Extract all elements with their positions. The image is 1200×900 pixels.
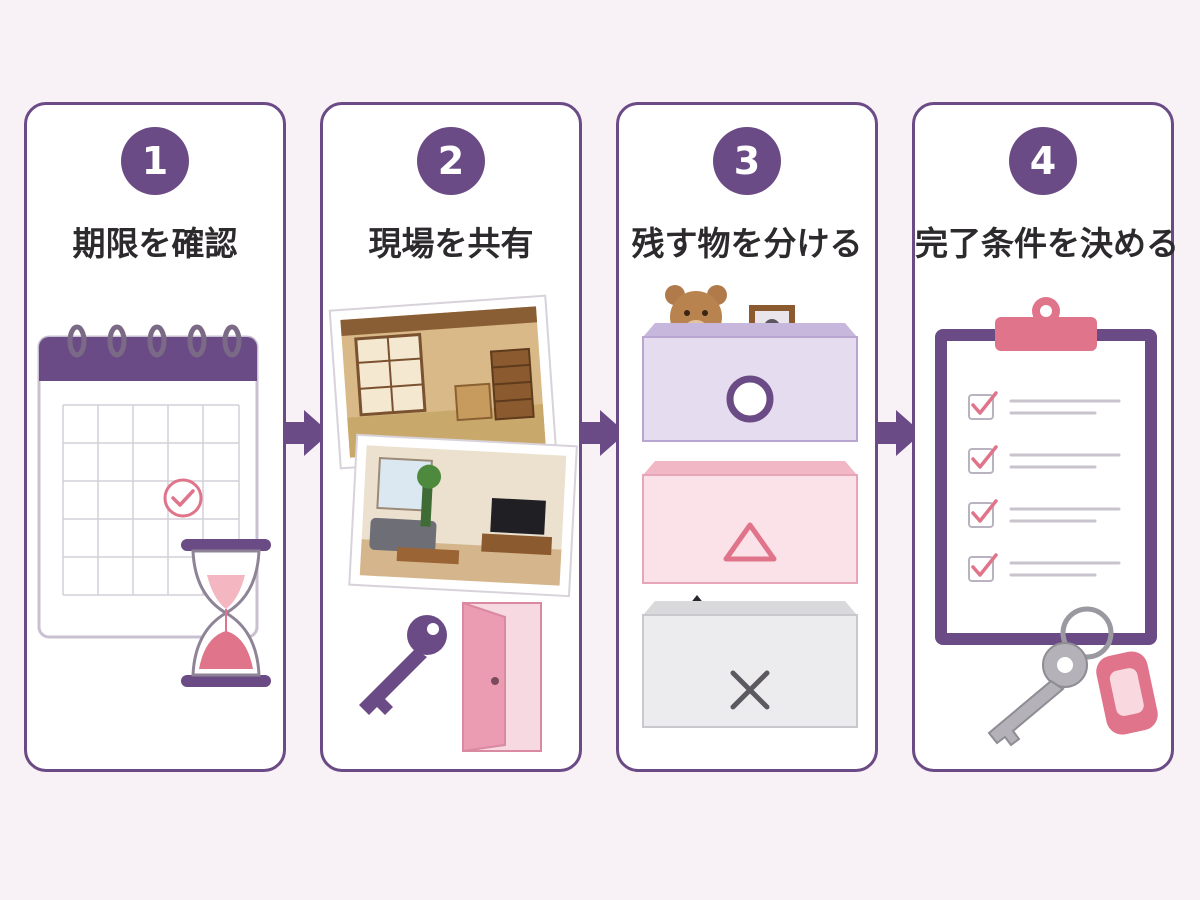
step-card-3: 3 残す物を分ける	[616, 102, 878, 772]
step-card-4: 4 完了条件を決める	[912, 102, 1179, 772]
arrow-right-icon	[284, 410, 330, 456]
step-title: 完了条件を決める	[915, 224, 1179, 263]
step-3-illustration	[642, 285, 858, 728]
step-1-illustration	[37, 324, 271, 687]
door-icon	[462, 601, 542, 753]
step-number-badge: 2	[417, 127, 485, 195]
key-with-tag-icon	[987, 606, 1158, 747]
step-title: 現場を共有	[368, 224, 534, 263]
living-room-photo-icon	[348, 433, 578, 598]
arrow-right-icon	[580, 410, 626, 456]
calendar-icon	[37, 324, 259, 639]
key-icon	[359, 615, 447, 715]
maybe-box-icon	[642, 461, 858, 584]
keep-box-icon	[642, 285, 858, 442]
step-number-badge: 3	[713, 127, 781, 195]
arrow-right-icon	[876, 410, 922, 456]
step-title: 残す物を分ける	[631, 224, 863, 263]
step-2-illustration	[328, 294, 578, 753]
step-title: 期限を確認	[72, 224, 238, 263]
check-circle-icon	[163, 478, 203, 518]
step-number-badge: 1	[121, 127, 189, 195]
step-number-badge: 4	[1009, 127, 1077, 195]
hourglass-icon	[181, 539, 271, 687]
step-card-1: 1 期限を確認	[24, 102, 286, 772]
clipboard-checklist-icon	[935, 297, 1157, 645]
discard-box-icon	[642, 595, 858, 728]
step-4-illustration	[935, 297, 1158, 747]
step-card-2: 2 現場を共有	[320, 102, 582, 772]
